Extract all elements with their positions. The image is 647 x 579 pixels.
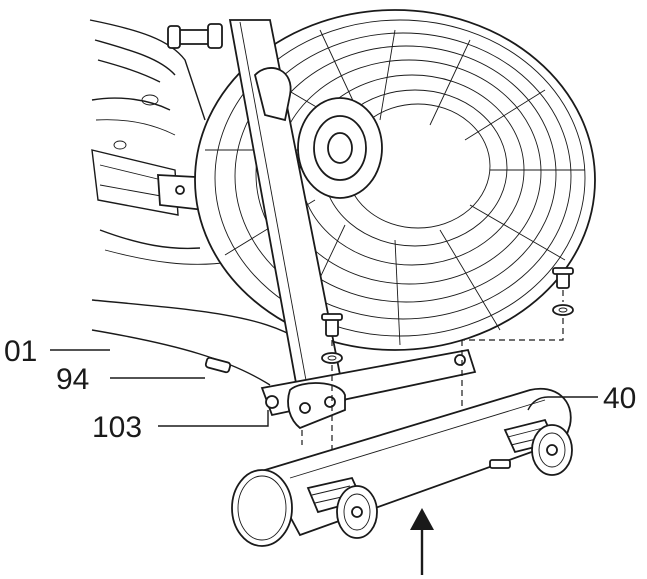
- leader-lines: [50, 349, 598, 427]
- frame-structure: [89, 19, 301, 386]
- right-bolt-washer: [552, 267, 574, 316]
- label-part-01: 01: [4, 335, 37, 368]
- direction-arrow: [410, 508, 434, 575]
- label-part-94: 94: [56, 363, 89, 396]
- wheel-left: [306, 476, 378, 539]
- bolt-94-part: [204, 356, 232, 374]
- label-part-40: 40: [603, 382, 636, 415]
- wheel-right: [503, 418, 573, 476]
- left-bolt-washer: [321, 313, 343, 364]
- upper-bolt: [167, 23, 223, 49]
- label-part-103: 103: [92, 411, 142, 444]
- base-rail: [260, 348, 477, 430]
- alignment-lines: [301, 290, 564, 461]
